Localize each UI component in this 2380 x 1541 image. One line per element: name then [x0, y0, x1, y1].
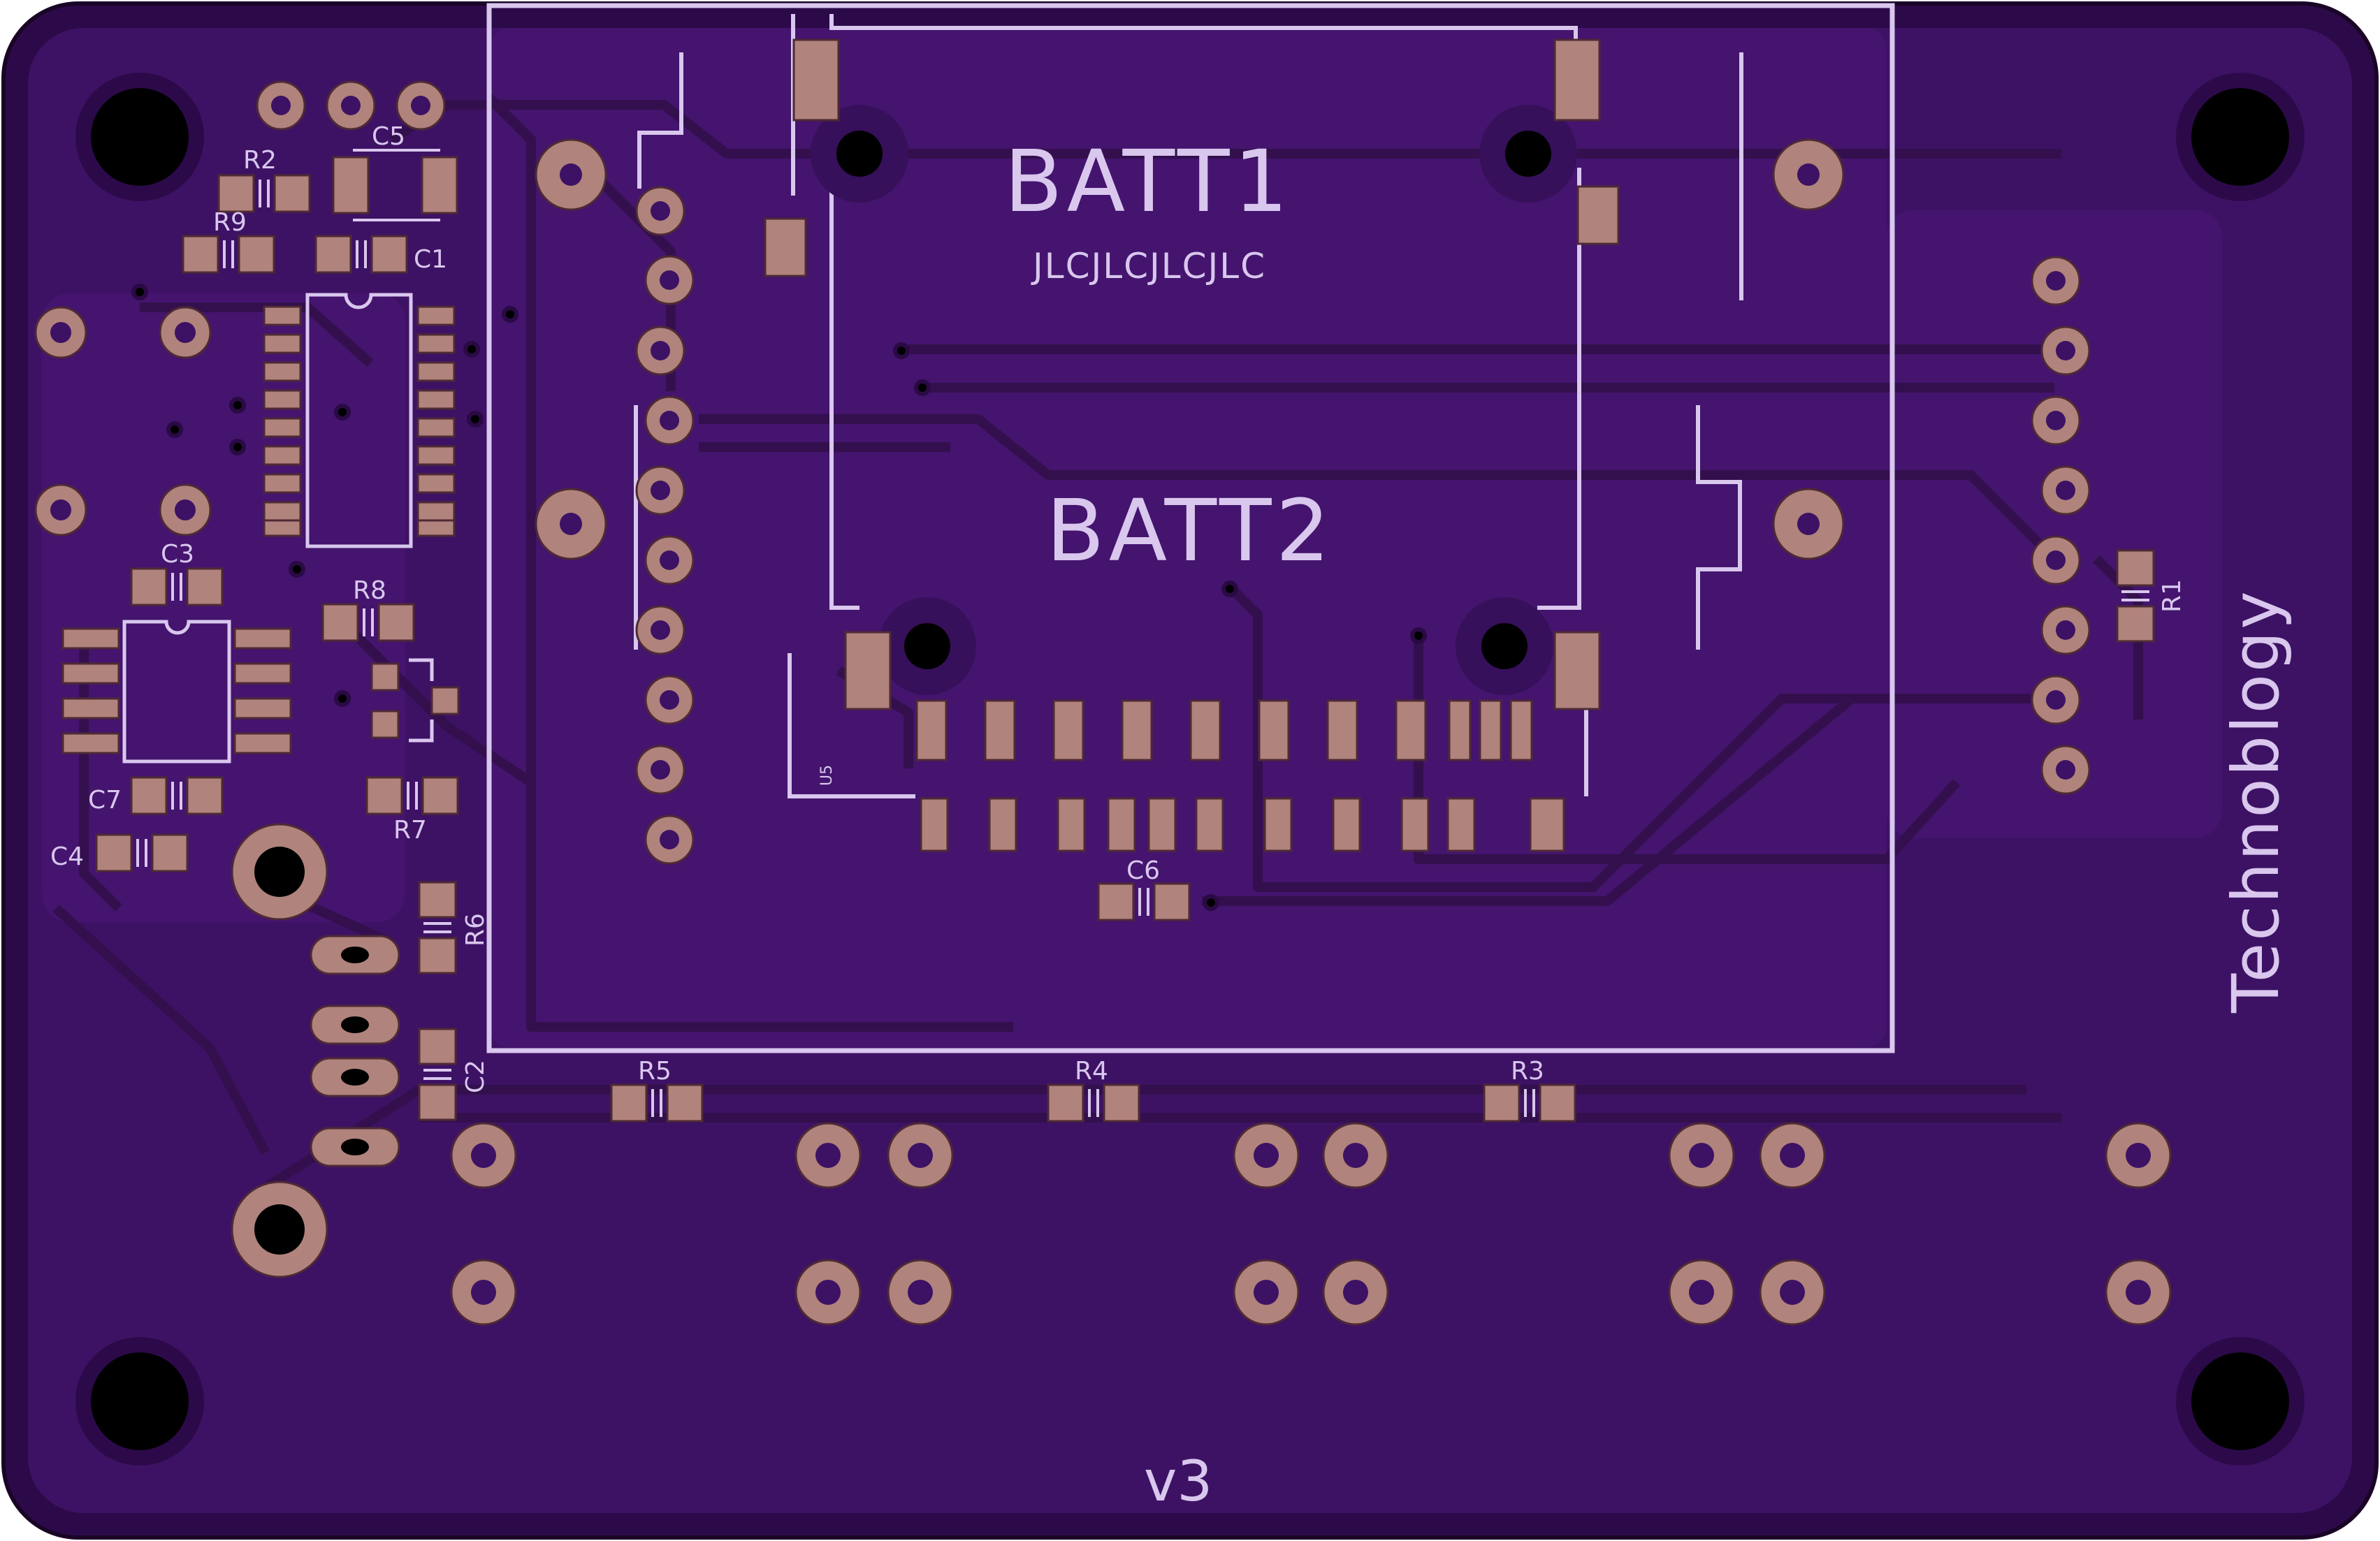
- oblong-pad: [310, 1057, 400, 1097]
- button-pad: [1668, 1122, 1735, 1189]
- button-pad: [2105, 1259, 2172, 1326]
- ic-soic14: [263, 293, 456, 548]
- button-pads-left: [34, 306, 212, 536]
- ref-c2: C2: [461, 1060, 490, 1093]
- button-pad: [794, 1259, 862, 1326]
- button-pad: [1233, 1122, 1300, 1189]
- jlc-order-marker: JLCJLCJLCJLC: [1031, 246, 1266, 286]
- header-left: [635, 186, 695, 865]
- battery-pads: [535, 138, 1845, 560]
- ref-r6: R6: [461, 913, 490, 947]
- ref-c6: C6: [1126, 856, 1160, 885]
- header-pin: [256, 80, 306, 131]
- oblong-pad: [310, 1127, 400, 1167]
- button-pad: [1233, 1259, 1300, 1326]
- header-pin: [635, 326, 685, 376]
- battery-pad: [535, 138, 607, 211]
- ref-r3: R3: [1511, 1057, 1544, 1086]
- header-pin: [326, 80, 376, 131]
- u5-pads: [915, 699, 1565, 852]
- header-pin: [2040, 605, 2091, 655]
- header-pin: [396, 80, 446, 131]
- ref-r8: R8: [353, 576, 386, 605]
- ref-c1: C1: [414, 245, 447, 274]
- header-pin: [2031, 395, 2081, 446]
- header-pin: [644, 395, 695, 446]
- header-pin: [644, 815, 695, 865]
- button-pad: [34, 306, 87, 359]
- button-pad: [1322, 1122, 1389, 1189]
- large-pad: [231, 823, 328, 921]
- button-pad: [34, 483, 87, 536]
- mounting-hole: [75, 73, 204, 201]
- ref-r4: R4: [1075, 1057, 1108, 1086]
- button-pad: [450, 1259, 517, 1326]
- silk-part-marks: [136, 149, 2149, 1117]
- header-top-left: [256, 80, 446, 131]
- ref-c5: C5: [372, 122, 405, 151]
- batt2-label: BATT2: [1046, 481, 1334, 580]
- large-pad: [231, 1181, 328, 1278]
- ic-soic8: [61, 620, 292, 764]
- oblong-pads: [310, 935, 400, 1167]
- header-pin: [635, 186, 685, 236]
- battery-holder-holes: [811, 105, 1577, 695]
- batt1-label: BATT1: [1004, 132, 1292, 231]
- button-pad: [1759, 1122, 1826, 1189]
- battery-pad: [1772, 488, 1845, 560]
- button-pad: [1668, 1259, 1735, 1326]
- header-pin: [635, 465, 685, 516]
- bottom-button-pads: [450, 1122, 2172, 1326]
- oblong-pad: [310, 935, 400, 975]
- u5-label: U5: [818, 765, 836, 786]
- ref-r5: R5: [638, 1057, 672, 1086]
- button-pad: [159, 483, 212, 536]
- button-pad: [887, 1259, 954, 1326]
- header-pin: [2040, 465, 2091, 516]
- button-pad: [159, 306, 212, 359]
- mounting-hole: [2176, 73, 2305, 201]
- header-pin: [2031, 256, 2081, 306]
- mounting-hole: [75, 1337, 204, 1466]
- header-pin: [2031, 675, 2081, 725]
- header-pin: [2040, 326, 2091, 376]
- button-pad: [450, 1122, 517, 1189]
- oblong-pad: [310, 1005, 400, 1045]
- header-pin: [635, 605, 685, 655]
- battery-pad: [535, 488, 607, 560]
- button-pad: [2105, 1122, 2172, 1189]
- battery-smd-tabs: [764, 38, 1620, 710]
- vias: [131, 284, 1427, 911]
- smd-components: [95, 156, 2155, 1123]
- button-pad: [887, 1122, 954, 1189]
- version-label: v3: [1144, 1449, 1212, 1514]
- battery-holder-outline: [486, 3, 1895, 1053]
- header-pin: [644, 675, 695, 725]
- header-pin: [644, 535, 695, 585]
- brand-label: Technoblogy: [2219, 589, 2293, 1014]
- ref-r7: R7: [393, 816, 427, 845]
- ref-c3: C3: [161, 540, 194, 569]
- ref-designators: R2 C5 R9 C1 C3 R8 C7 R7 C4 C6 R5 R4 R3 R…: [50, 122, 2186, 1093]
- header-pin: [2031, 535, 2081, 585]
- battery-pad: [1772, 138, 1845, 211]
- ref-c7: C7: [88, 786, 122, 815]
- button-pad: [1759, 1259, 1826, 1326]
- header-pin: [635, 745, 685, 795]
- button-pad: [1322, 1259, 1389, 1326]
- transistor: [370, 658, 460, 743]
- header-right: [2031, 256, 2091, 795]
- mounting-holes: [75, 73, 2305, 1466]
- header-pin: [2040, 745, 2091, 795]
- button-pad: [794, 1122, 862, 1189]
- ref-c4: C4: [50, 842, 84, 871]
- large-pads-left: [231, 823, 328, 1278]
- ref-r1: R1: [2158, 579, 2186, 613]
- mounting-hole: [2176, 1337, 2305, 1466]
- ref-r9: R9: [213, 208, 247, 237]
- header-pin: [644, 255, 695, 305]
- ref-r2: R2: [243, 146, 277, 175]
